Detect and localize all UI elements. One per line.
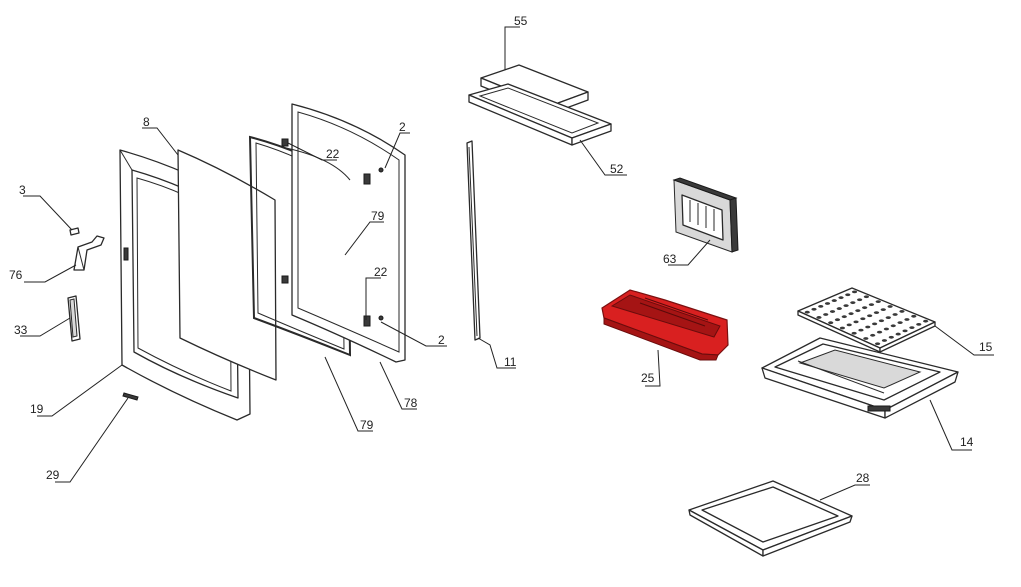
grate-hole [845,293,851,297]
grate-hole [904,318,910,321]
grate-hole [841,315,847,319]
callout-14: 14 [960,435,974,449]
grate-hole [873,311,880,315]
grate-hole [892,313,898,316]
callout-79-top: 79 [371,209,385,223]
part-25-highlighted[interactable] [601,289,729,361]
grate-hole [923,319,929,323]
grate-hole [883,327,889,331]
grate-hole [902,329,908,333]
grate-hole [839,326,846,330]
grate-hole [897,321,903,325]
grate-hole [831,299,837,302]
grate-hole [875,300,881,304]
callout-33: 33 [14,323,28,337]
grate-hole [885,316,891,320]
grate-hole [870,333,876,337]
grate-hole [862,306,868,310]
grate-hole [811,307,817,311]
grate-hole [887,305,893,308]
part-79-seal-rear[interactable] [285,147,351,181]
grate-hole [860,317,866,321]
callout-63: 63 [663,252,677,266]
grate-hole [843,304,849,308]
grate-hole [816,316,822,319]
leader-lines [20,26,994,501]
callout-19: 19 [30,402,44,416]
callout-22-top: 22 [326,147,340,161]
grate-hole [829,310,836,313]
callout-15: 15 [979,340,993,354]
grate-hole [834,318,841,322]
grate-hole [874,342,881,346]
part-79-seal-front[interactable] [248,135,352,357]
grate-hole [838,296,844,300]
callout-11: 11 [504,355,517,369]
grate-hole [911,314,917,318]
grate-hole [890,324,896,328]
grate-hole [916,323,922,326]
grate-hole [888,335,894,339]
grate-hole [863,337,869,340]
grate-hole [872,322,878,326]
grate-hole [824,302,831,305]
part-11-seal-rod[interactable] [466,140,481,341]
part-15-grate[interactable] [797,287,936,353]
part-29-strip[interactable] [122,392,139,401]
grate-hole [858,328,864,332]
callout-labels: 55 52 8 2 22 3 79 76 22 63 33 2 15 11 25… [9,14,993,485]
callout-76: 76 [9,268,23,282]
grate-hole [878,319,885,323]
callout-29: 29 [46,468,60,482]
grate-hole [836,307,842,310]
callout-55: 55 [514,14,528,28]
grate-hole [909,326,915,330]
grate-hole [851,331,857,335]
grate-hole [855,309,861,313]
grate-hole [868,303,875,307]
callout-3: 3 [19,183,26,197]
part-52-tray-frame[interactable] [468,83,612,146]
grate-hole [853,320,859,324]
grate-hole [863,295,869,299]
grate-hole [850,301,856,305]
grate-hole [876,330,883,334]
part-33-handle[interactable] [67,295,81,342]
grate-hole [823,313,829,316]
callout-22-mid: 22 [374,265,388,279]
grate-hole [867,314,873,318]
callout-78: 78 [404,396,418,410]
grate-hole [857,298,863,302]
part-28-bottom-pan[interactable] [688,480,853,557]
part-76-latch-bracket[interactable] [73,235,105,271]
grate-hole [851,290,858,294]
part-14-tray[interactable] [761,337,959,419]
part-78-inner-panel[interactable] [281,103,406,363]
grate-hole [848,312,854,316]
part-63-baffle-plate[interactable] [672,177,739,253]
grate-hole [899,310,905,313]
grate-hole [895,332,901,336]
callout-2-top: 2 [399,120,406,134]
grate-hole [828,321,834,325]
grate-hole [865,325,871,329]
grate-hole [818,304,824,308]
callout-8: 8 [143,115,150,129]
callout-28: 28 [856,471,870,485]
grate-hole [846,323,852,327]
grate-hole [804,310,810,314]
callout-2-mid: 2 [438,333,445,347]
grate-hole [880,308,886,311]
callout-79-bottom: 79 [360,418,374,432]
callout-25: 25 [641,371,655,385]
callout-52: 52 [610,162,624,176]
grate-hole [881,339,888,342]
